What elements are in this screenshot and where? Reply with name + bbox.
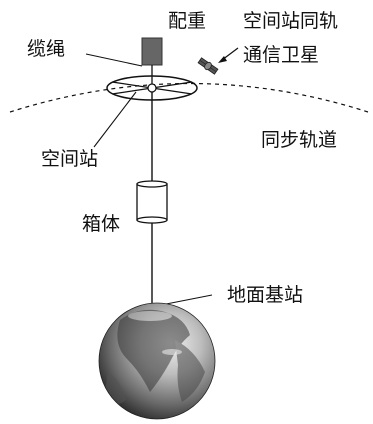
earth-globe — [98, 302, 216, 420]
capsule-cylinder — [136, 180, 168, 224]
geo-orbit-arc — [9, 82, 369, 113]
satellite-label-line2: 通信卫星 — [243, 44, 320, 66]
cable-leader — [85, 53, 143, 67]
space-station-label: 空间站 — [41, 148, 99, 170]
counterweight-block — [141, 37, 163, 66]
satellite-icon — [197, 57, 219, 75]
station-leader — [93, 91, 137, 148]
satellite-label-line1: 空间站同轨 — [243, 10, 339, 32]
capsule-label: 箱体 — [82, 213, 121, 235]
geo-orbit-label: 同步轨道 — [261, 129, 338, 151]
cable-label: 缆绳 — [27, 38, 66, 60]
ground-station-label: 地面基站 — [227, 284, 304, 306]
counterweight-label: 配重 — [168, 10, 207, 32]
